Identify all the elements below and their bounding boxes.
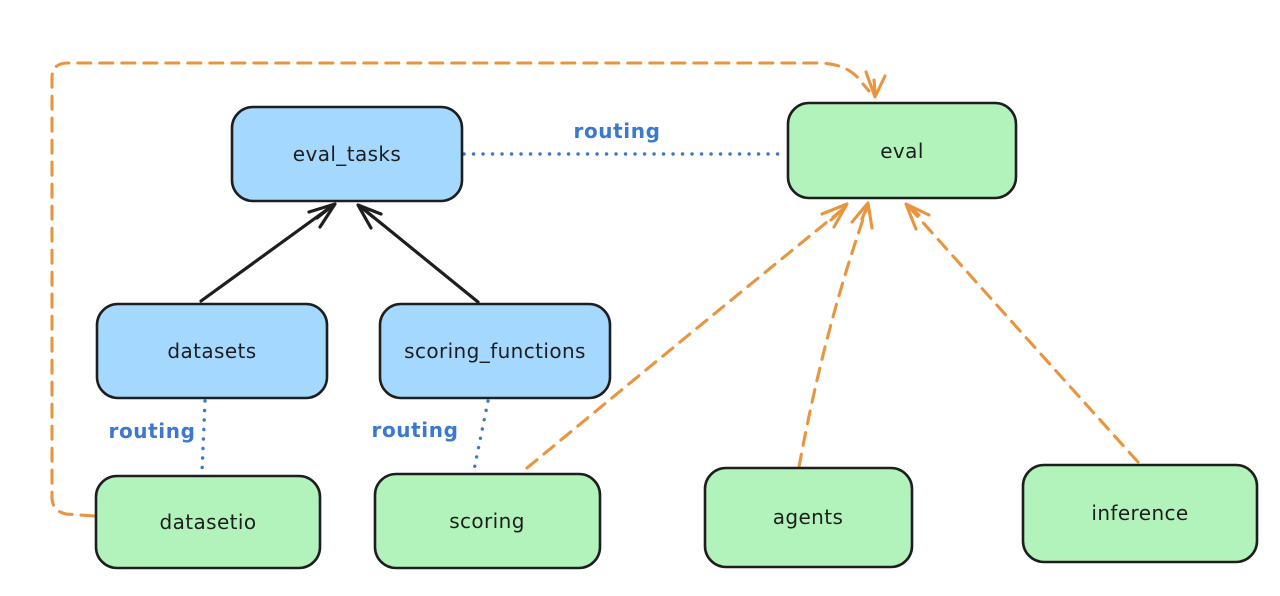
edge-datasetio-to-eval — [50, 61, 887, 518]
node-eval-tasks: eval_tasks — [230, 105, 464, 203]
node-eval-tasks-label: eval_tasks — [293, 142, 401, 166]
node-inference-label: inference — [1091, 501, 1188, 525]
node-scoring-label: scoring — [449, 509, 525, 533]
arrowhead-orange-eval-top — [864, 70, 887, 99]
arrowhead-black-right — [356, 203, 383, 230]
arrowhead-black-left — [307, 202, 337, 229]
arrowhead-orange-from-inference — [904, 202, 931, 231]
node-agents-label: agents — [773, 505, 844, 529]
node-inference: inference — [1021, 463, 1259, 564]
edge-scoring-functions-to-scoring-routing — [472, 399, 490, 472]
edge-inference-to-eval — [904, 202, 1140, 464]
node-eval: eval — [786, 101, 1018, 200]
node-agents: agents — [703, 466, 914, 569]
node-scoring-functions: scoring_functions — [378, 302, 612, 400]
node-datasetio: datasetio — [94, 474, 322, 570]
routing-label-scoring: routing — [371, 418, 458, 442]
arrowhead-orange-from-agents — [850, 201, 874, 230]
node-scoring-functions-label: scoring_functions — [404, 339, 586, 363]
routing-label-top: routing — [573, 119, 660, 143]
routing-label-datasets: routing — [108, 419, 195, 443]
node-datasetio-label: datasetio — [159, 510, 256, 534]
edge-scoring-to-eval — [525, 202, 849, 470]
edge-agents-to-eval — [797, 201, 874, 469]
edge-datasets-to-datasetio-routing — [200, 399, 207, 474]
arrowhead-orange-from-scoring — [820, 202, 849, 229]
node-datasets-label: datasets — [167, 339, 256, 363]
edge-scoring-functions-to-eval-tasks — [356, 203, 480, 304]
node-eval-label: eval — [880, 139, 924, 163]
edge-datasets-to-eval-tasks — [199, 202, 337, 303]
node-scoring: scoring — [373, 472, 602, 570]
node-datasets: datasets — [95, 302, 329, 400]
